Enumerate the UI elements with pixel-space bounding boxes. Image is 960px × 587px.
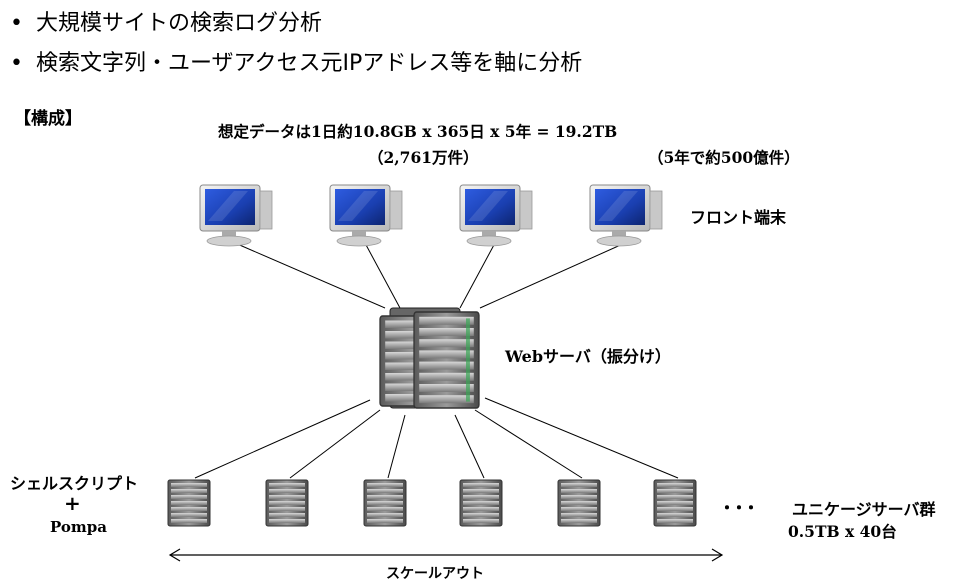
link-web-node-5	[474, 409, 583, 479]
shell-script-label: シェルスクリプト	[10, 474, 139, 493]
unicage-server-spec: 0.5TB x 40台	[788, 522, 897, 541]
server-rack-icon	[557, 479, 601, 527]
link-front-1-web	[234, 242, 386, 309]
section-title: 【構成】	[14, 109, 82, 129]
web-server-label: Webサーバ（振分け）	[505, 347, 671, 366]
front-terminal-label: フロント端末	[690, 208, 787, 227]
bullet-marker: •	[10, 51, 23, 76]
link-web-node-1	[194, 399, 371, 479]
bullet-item-2: • 検索文字列・ユーザアクセス元IPアドレス等を軸に分析	[10, 50, 582, 78]
assumption-count-total: （5年で約500億件）	[648, 148, 800, 167]
bullet-marker: •	[10, 11, 23, 36]
server-rack-icon	[167, 479, 211, 527]
desktop-computer-icon	[589, 184, 663, 247]
bullet-text-1: 大規模サイトの検索ログ分析	[36, 11, 323, 36]
bullet-text-2: 検索文字列・ユーザアクセス元IPアドレス等を軸に分析	[36, 51, 583, 76]
link-web-node-2	[289, 409, 381, 479]
desktop-computer-icon	[329, 184, 403, 247]
pompa-label: Pompa	[50, 518, 107, 536]
server-rack-icon	[265, 479, 309, 527]
link-web-node-6	[484, 397, 679, 479]
ellipsis-more-nodes: ･･･	[722, 496, 758, 520]
link-front-2-web	[364, 242, 401, 309]
assumption-line: 想定データは1日約10.8GB x 365日 x 5年 = 19.2TB	[218, 122, 618, 141]
unicage-server-group-label: ユニケージサーバ群	[792, 500, 936, 519]
server-rack-icon	[459, 479, 503, 527]
server-rack-icon	[379, 307, 480, 409]
server-rack-icon	[363, 479, 407, 527]
link-web-node-4	[454, 414, 485, 479]
link-web-node-3	[387, 414, 406, 479]
desktop-computer-icon	[459, 184, 533, 247]
desktop-computer-icon	[199, 184, 273, 247]
link-front-3-web	[459, 242, 496, 309]
bullet-item-1: • 大規模サイトの検索ログ分析	[10, 10, 322, 38]
assumption-count-daily: （2,761万件）	[368, 148, 479, 167]
plus-sign: +	[64, 491, 81, 515]
scale-out-arrow	[168, 548, 724, 562]
link-front-4-web	[479, 242, 626, 309]
scale-out-label: スケールアウト	[386, 566, 484, 582]
server-rack-icon	[653, 479, 697, 527]
